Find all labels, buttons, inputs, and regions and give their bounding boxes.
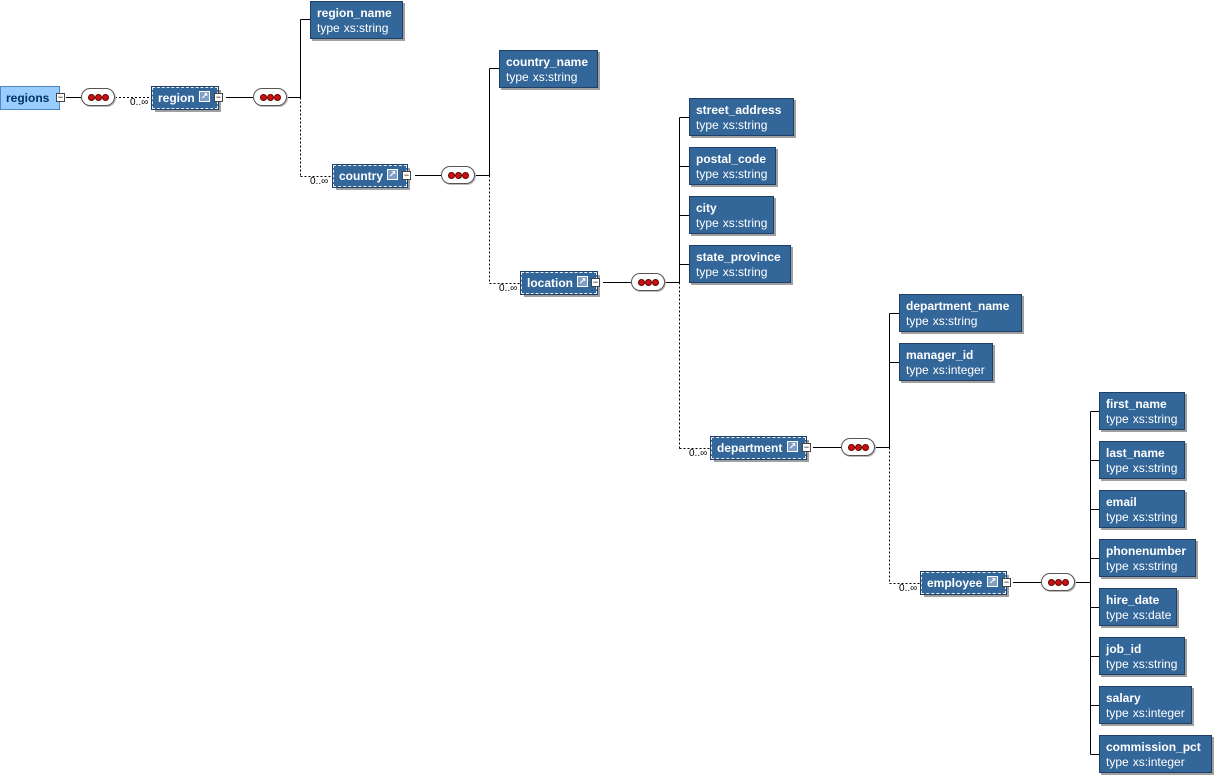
root-element-regions[interactable]: regions [0, 86, 60, 110]
field-name: region_name [317, 6, 392, 20]
element-location[interactable]: location ↗ [520, 271, 598, 295]
element-label: location [527, 276, 574, 290]
sequence-compositor-icon[interactable] [81, 88, 115, 106]
reference-icon: ↗ [387, 169, 398, 180]
reference-icon: ↗ [577, 276, 588, 287]
sequence-compositor-icon[interactable] [253, 88, 287, 106]
element-region[interactable]: region ↗ [151, 86, 219, 110]
field-name: city [696, 201, 717, 215]
collapse-toggle-icon[interactable]: − [56, 92, 65, 102]
reference-icon: ↗ [787, 441, 798, 452]
field-name: street_address [696, 103, 782, 117]
element-country[interactable]: country ↗ [332, 164, 408, 188]
sequence-compositor-icon[interactable] [631, 273, 665, 291]
element-label: country [339, 169, 384, 183]
sequence-compositor-icon[interactable] [841, 438, 875, 456]
element-employee[interactable]: employee ↗ [920, 571, 1007, 595]
element-label: employee [927, 576, 983, 590]
element-department[interactable]: department ↗ [710, 436, 807, 460]
collapse-toggle-icon[interactable]: − [402, 170, 411, 180]
field-name: country_name [506, 55, 589, 69]
field-name: salary [1106, 691, 1141, 705]
cardinality-label: 0..∞ [499, 283, 518, 294]
sequence-compositor-icon[interactable] [1041, 573, 1075, 591]
collapse-toggle-icon[interactable]: − [214, 92, 223, 102]
element-label: region [158, 91, 195, 105]
cardinality-label: 0..∞ [310, 176, 329, 187]
cardinality-label: 0..∞ [899, 583, 918, 594]
field-name: job_id [1106, 642, 1142, 656]
field-name: commission_pct [1106, 740, 1201, 754]
field-name: first_name [1106, 397, 1167, 411]
field-name: hire_date [1106, 593, 1160, 607]
element-label: department [717, 441, 783, 455]
field-name: state_province [696, 250, 781, 264]
sequence-compositor-icon[interactable] [441, 166, 475, 184]
cardinality-label: 0..∞ [130, 97, 149, 108]
field-name: phonenumber [1106, 544, 1186, 558]
root-element-label: regions [6, 91, 50, 105]
field-name: postal_code [696, 152, 767, 166]
reference-icon: ↗ [987, 576, 998, 587]
collapse-toggle-icon[interactable]: − [802, 442, 811, 452]
collapse-toggle-icon[interactable]: − [591, 277, 600, 287]
collapse-toggle-icon[interactable]: − [1002, 577, 1011, 587]
reference-icon: ↗ [199, 91, 210, 102]
field-name: last_name [1106, 446, 1165, 460]
cardinality-label: 0..∞ [689, 448, 708, 459]
field-name: department_name [906, 299, 1010, 313]
field-name: manager_id [906, 348, 974, 362]
field-name: email [1106, 495, 1137, 509]
